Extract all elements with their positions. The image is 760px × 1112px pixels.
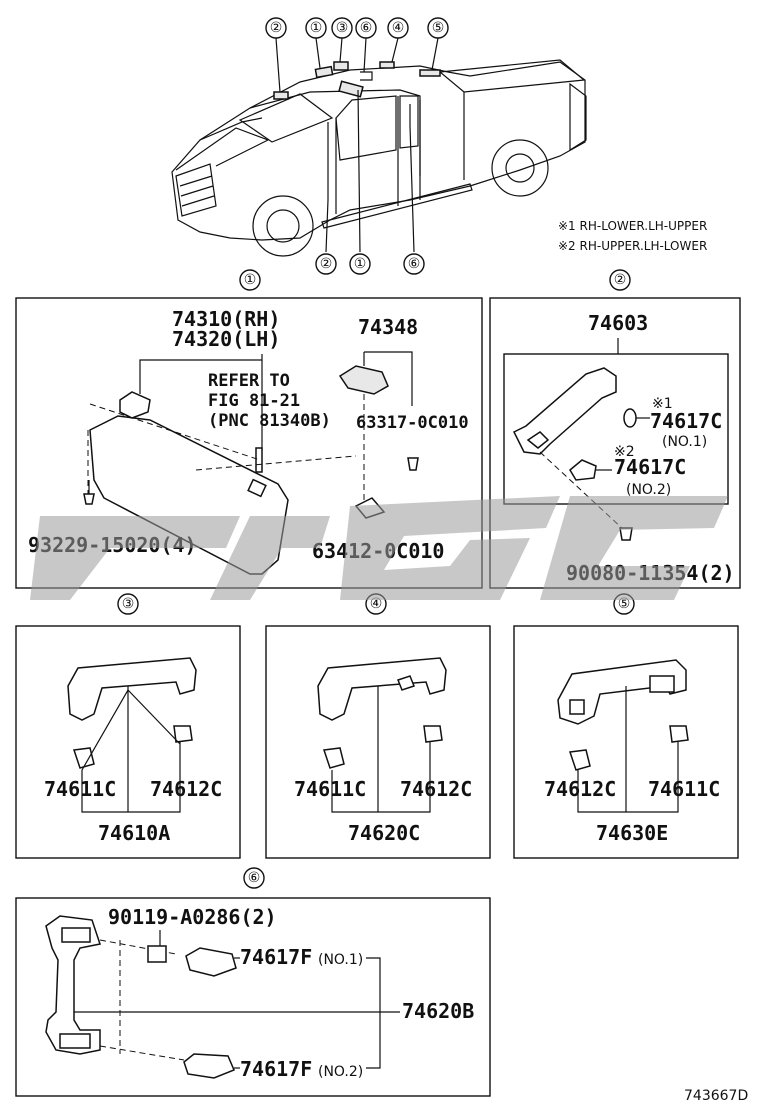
visor-rh-label: 74310(RH)	[172, 307, 280, 331]
cover-no1-mark: ※1	[652, 396, 673, 412]
panel3-cap-right-label: 74612C	[150, 777, 222, 801]
panel-4-grip	[265, 625, 491, 859]
cover-no1-label: 74617C	[650, 409, 722, 433]
cover-no2-mark: ※2	[614, 444, 635, 460]
panel-3-grip	[15, 625, 241, 859]
clip-label: 63317-0C010	[356, 413, 469, 433]
callout-2-top: ②	[270, 20, 283, 36]
panel4-cap-left-label: 74611C	[294, 777, 366, 801]
panel-5-grip	[513, 625, 739, 859]
callout-6-top: ⑥	[360, 20, 373, 36]
panel3-callout: ③	[122, 596, 135, 612]
cap-right-5	[669, 725, 689, 743]
cover-no2-label: 74617C	[614, 455, 686, 479]
panel2-callout: ②	[614, 272, 627, 288]
cap-right	[173, 725, 193, 743]
truck-illustration	[171, 37, 587, 257]
cap-left	[72, 747, 95, 769]
panel1-callout: ①	[244, 272, 257, 288]
panel-6-grip	[15, 897, 491, 1097]
note-rh-lower: ※1 RH-LOWER.LH-UPPER	[558, 219, 707, 233]
panel4-assy-label: 74620C	[348, 821, 420, 845]
refer-line-1: REFER TO	[208, 371, 290, 391]
visor-holder	[338, 365, 389, 395]
refer-line-3: (PNC 81340B)	[208, 411, 331, 431]
panel6-cover1-number: (NO.1)	[318, 952, 363, 968]
callout-5-top: ⑤	[432, 20, 445, 36]
cover-no1-6-shape	[185, 947, 237, 977]
callout-1-bottom: ①	[354, 256, 367, 272]
refer-line-2: FIG 81-21	[208, 391, 300, 411]
panel6-screw-label: 90119-A0286(2)	[108, 905, 277, 929]
callout-6-bottom: ⑥	[408, 256, 421, 272]
grip-74603-label: 74603	[588, 311, 648, 335]
panel4-cap-right-label: 74612C	[400, 777, 472, 801]
cover-no1-shape	[623, 408, 637, 428]
visor-lh-label: 74320(LH)	[172, 327, 280, 351]
panel5-cap-right-label: 74611C	[648, 777, 720, 801]
assist-grip-74630E	[557, 659, 687, 725]
cap-left-5	[568, 749, 591, 771]
cover-no2-number: (NO.2)	[626, 482, 671, 498]
callout-4-top: ④	[392, 20, 405, 36]
panel6-callout: ⑥	[248, 870, 261, 886]
panel5-cap-left-label: 74612C	[544, 777, 616, 801]
callout-1-top: ①	[310, 20, 323, 36]
clip-screw	[407, 457, 419, 471]
grip-screw-6	[147, 945, 167, 963]
panel6-cover2-label: 74617F	[240, 1057, 312, 1081]
cap-left-4	[322, 747, 345, 769]
cap-right-4	[423, 725, 443, 743]
panel6-cover2-number: (NO.2)	[318, 1064, 363, 1080]
note-rh-upper: ※2 RH-UPPER.LH-LOWER	[558, 239, 707, 253]
assist-grip-74610A	[67, 657, 197, 721]
sun-visor	[89, 391, 289, 575]
visor-screw	[83, 493, 95, 505]
assist-grip-74603	[512, 367, 617, 455]
callout-2-bottom: ②	[320, 256, 333, 272]
panel3-cap-left-label: 74611C	[44, 777, 116, 801]
cover-no1-number: (NO.1)	[662, 434, 707, 450]
cover-no2-6-shape	[183, 1053, 235, 1079]
panel5-assy-label: 74630E	[596, 821, 668, 845]
cover-no2-shape	[569, 459, 597, 481]
callout-3-top: ③	[336, 20, 349, 36]
panel3-assy-label: 74610A	[98, 821, 170, 845]
assist-grip-74620C	[317, 657, 447, 721]
panel6-grip-label: 74620B	[402, 999, 474, 1023]
figure-id: 743667D	[684, 1088, 748, 1104]
watermark-logo	[30, 496, 728, 600]
holder-label: 74348	[358, 315, 418, 339]
truck-callouts: ② ① ③ ⑥ ④ ⑤ ② ① ⑥	[265, 17, 449, 275]
assist-grip-74620B	[45, 915, 101, 1055]
panel6-cover1-label: 74617F	[240, 945, 312, 969]
